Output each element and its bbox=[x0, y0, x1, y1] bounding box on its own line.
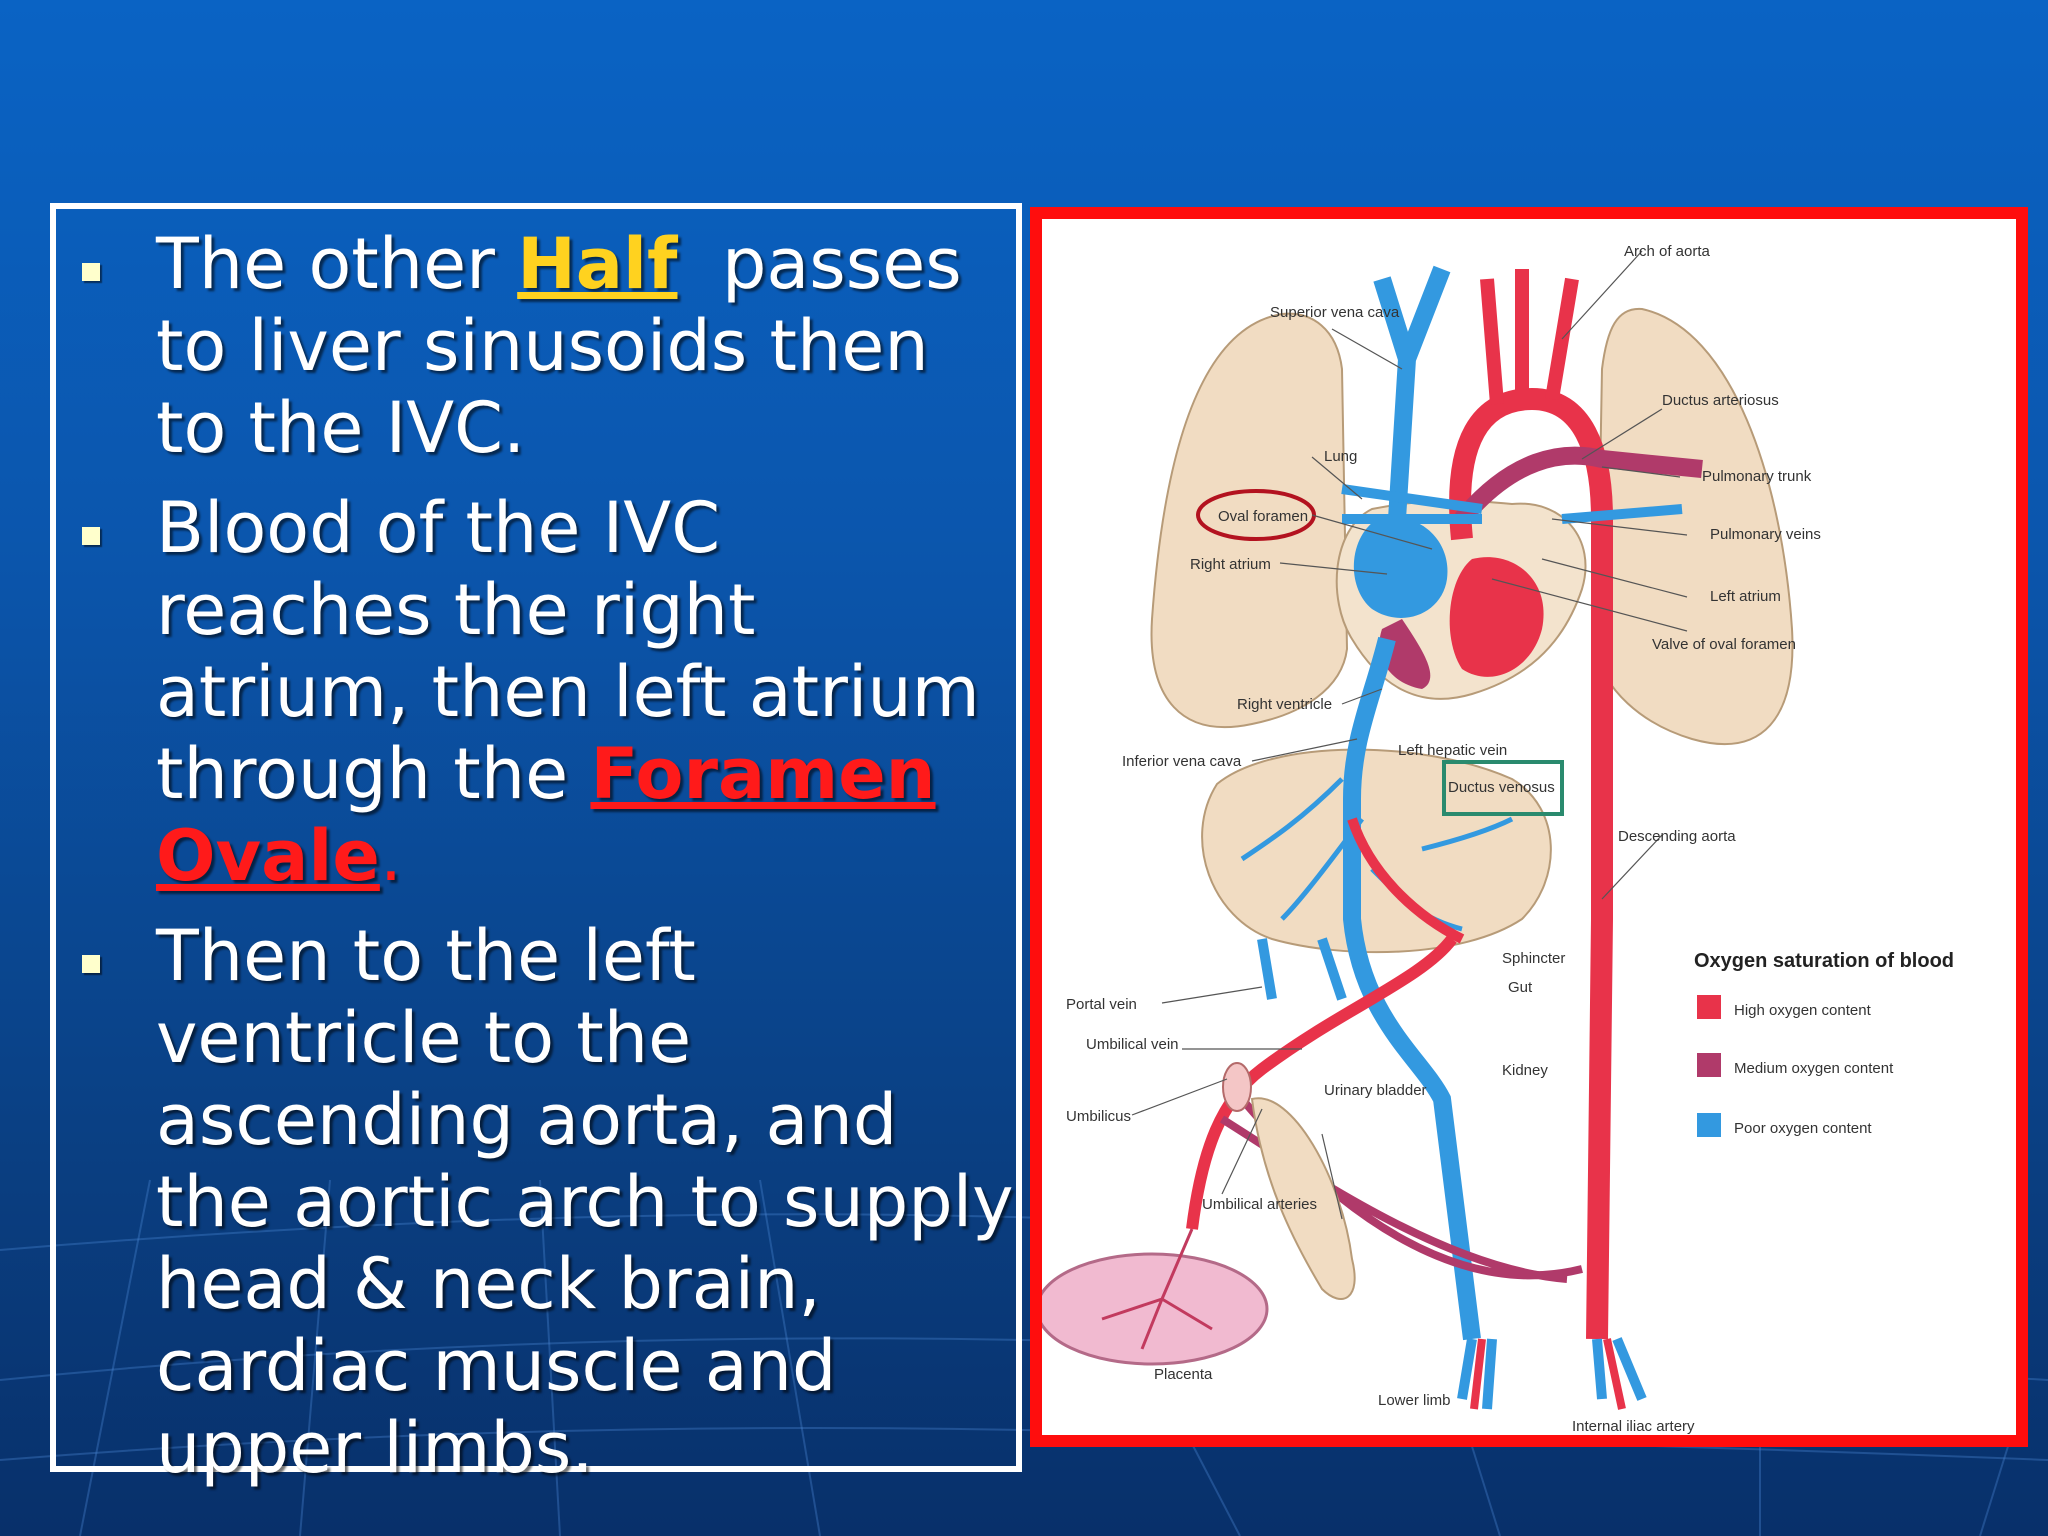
label-sphincter: Sphincter bbox=[1502, 950, 1565, 967]
bullet-2-text-after: . bbox=[379, 815, 403, 897]
bullet-item-foramen-ovale: Blood of the IVC reaches the right atriu… bbox=[56, 487, 1016, 897]
fetal-circulation-diagram: Arch of aorta Superior vena cava Ductus … bbox=[1042, 243, 1954, 1435]
umbilical-vein-vessel bbox=[1186, 935, 1457, 1230]
leader-lines bbox=[1131, 250, 1688, 1220]
label-superior-vena-cava: Superior vena cava bbox=[1270, 304, 1400, 321]
fetal-circulation-figure: Arch of aorta Superior vena cava Ductus … bbox=[1030, 207, 2028, 1447]
label-lower-limb: Lower limb bbox=[1378, 1392, 1451, 1409]
right-lung bbox=[1150, 312, 1349, 729]
label-inferior-vena-cava: Inferior vena cava bbox=[1122, 753, 1242, 770]
label-pulmonary-veins: Pulmonary veins bbox=[1710, 526, 1821, 543]
lower-limb-arteries bbox=[1470, 1338, 1626, 1410]
label-umbilical-vein: Umbilical vein bbox=[1086, 1036, 1179, 1053]
umbilicus-ring bbox=[1222, 1062, 1252, 1112]
left-lung bbox=[1595, 307, 1794, 745]
bullet-1-text-after: passes to liver sinusoids then to the IV… bbox=[156, 223, 985, 469]
label-umbilicus: Umbilicus bbox=[1066, 1108, 1131, 1125]
bullet-3-text: Then to the left ventricle to the ascend… bbox=[156, 915, 1014, 1489]
oxygen-legend: Oxygen saturation of blood High oxygen c… bbox=[1694, 950, 1954, 1137]
label-urinary-bladder: Urinary bladder bbox=[1324, 1082, 1427, 1099]
bullet-item-half: The other Half passes to liver sinusoids… bbox=[56, 223, 1016, 469]
label-pulmonary-trunk: Pulmonary trunk bbox=[1702, 468, 1812, 485]
legend-title: Oxygen saturation of blood bbox=[1694, 950, 1954, 972]
placenta bbox=[1042, 1252, 1269, 1366]
head-arteries bbox=[1480, 269, 1579, 405]
placenta-vessels bbox=[1101, 1228, 1213, 1350]
label-valve-of-oval-foramen: Valve of oval foramen bbox=[1652, 636, 1796, 653]
liver bbox=[1201, 748, 1552, 954]
label-umbilical-arteries: Umbilical arteries bbox=[1202, 1196, 1317, 1213]
lower-limb-vessels bbox=[1457, 1337, 1647, 1410]
bullet-item-left-ventricle: Then to the left ventricle to the ascend… bbox=[56, 915, 1016, 1489]
label-left-hepatic-vein: Left hepatic vein bbox=[1398, 742, 1507, 759]
ductus-venosus-highlight bbox=[1442, 760, 1564, 816]
label-arch-of-aorta: Arch of aorta bbox=[1624, 243, 1711, 260]
label-ductus-venosus: Ductus venosus bbox=[1448, 779, 1555, 796]
aortic-arch bbox=[1449, 387, 1613, 1340]
pulmonary-veins-vessels bbox=[1341, 484, 1683, 524]
legend-swatch-medium bbox=[1697, 1053, 1721, 1077]
label-gut: Gut bbox=[1508, 979, 1533, 996]
inferior-vena-cava-vessel bbox=[1343, 636, 1481, 1341]
text-panel: The other Half passes to liver sinusoids… bbox=[50, 203, 1022, 1489]
bullet-list: The other Half passes to liver sinusoids… bbox=[56, 223, 1016, 1507]
urinary-bladder bbox=[1250, 1097, 1356, 1300]
label-oval-foramen: Oval foramen bbox=[1218, 508, 1308, 525]
bullet-square-icon bbox=[82, 527, 100, 545]
legend-label-high: High oxygen content bbox=[1734, 1002, 1872, 1019]
label-placenta: Placenta bbox=[1154, 1366, 1213, 1383]
pulmonary-trunk bbox=[1455, 446, 1703, 525]
ductus-venosus-vessel bbox=[1347, 817, 1465, 944]
bullet-square-icon bbox=[82, 263, 100, 281]
label-left-atrium: Left atrium bbox=[1710, 588, 1781, 605]
label-internal-iliac-artery: Internal iliac artery bbox=[1572, 1418, 1695, 1435]
label-right-ventricle: Right ventricle bbox=[1237, 696, 1332, 713]
highlight-half: Half bbox=[517, 223, 678, 305]
label-lung: Lung bbox=[1324, 448, 1357, 465]
diagram-labels: Arch of aorta Superior vena cava Ductus … bbox=[1066, 243, 1821, 1435]
portal-vein-vessel bbox=[1257, 937, 1347, 1001]
label-portal-vein: Portal vein bbox=[1066, 996, 1137, 1013]
superior-vena-cava bbox=[1373, 265, 1451, 520]
legend-label-medium: Medium oxygen content bbox=[1734, 1060, 1894, 1077]
highlight-foramen-ovale: Foramen Ovale bbox=[156, 733, 936, 897]
label-kidney: Kidney bbox=[1502, 1062, 1548, 1079]
label-ductus-arteriosus: Ductus arteriosus bbox=[1662, 392, 1779, 409]
right-atrium-chamber bbox=[1353, 517, 1448, 618]
legend-swatch-high bbox=[1697, 995, 1721, 1019]
legend-swatch-poor bbox=[1697, 1113, 1721, 1137]
right-ventricle-chamber bbox=[1379, 619, 1431, 689]
bullet-square-icon bbox=[82, 955, 100, 973]
label-right-atrium: Right atrium bbox=[1190, 556, 1271, 573]
bullet-2-text-before: Blood of the IVC reaches the right atriu… bbox=[156, 487, 980, 815]
legend-label-poor: Poor oxygen content bbox=[1734, 1120, 1872, 1137]
bullet-1-text-before: The other bbox=[156, 223, 518, 305]
label-descending-aorta: Descending aorta bbox=[1618, 828, 1736, 845]
